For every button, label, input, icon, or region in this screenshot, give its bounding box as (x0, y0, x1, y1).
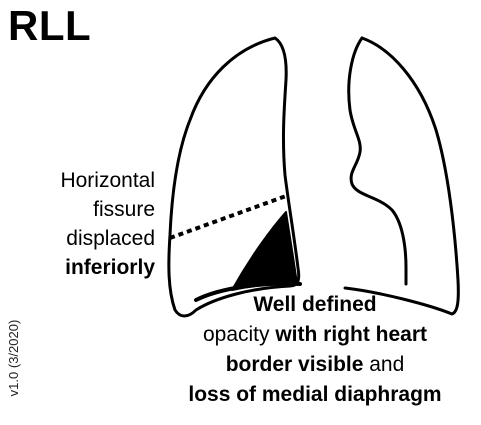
rll-opacity (232, 212, 297, 290)
version-label: v1.0 (3/2020) (6, 313, 22, 403)
opacity-annotation-line2-plain: opacity (203, 323, 275, 346)
fissure-annotation-line3: displaced (0, 224, 155, 253)
left-lung-outer-outline (345, 38, 458, 314)
opacity-annotation-line2-bold: with right heart (275, 323, 427, 346)
left-lung-outline (349, 38, 406, 284)
opacity-annotation: Well defined opacity with right heart bo… (150, 290, 480, 410)
opacity-annotation-line1: Well defined (253, 293, 376, 316)
fissure-annotation-line4: inferiorly (65, 256, 155, 279)
fissure-annotation-line1: Horizontal (0, 166, 155, 195)
fissure-annotation: Horizontal fissure displaced inferiorly (0, 166, 155, 282)
opacity-annotation-line3-plain: and (363, 353, 404, 376)
opacity-annotation-line3-bold: border visible (226, 353, 364, 376)
fissure-annotation-line2: fissure (0, 195, 155, 224)
opacity-annotation-line4: loss of medial diaphragm (188, 383, 441, 406)
